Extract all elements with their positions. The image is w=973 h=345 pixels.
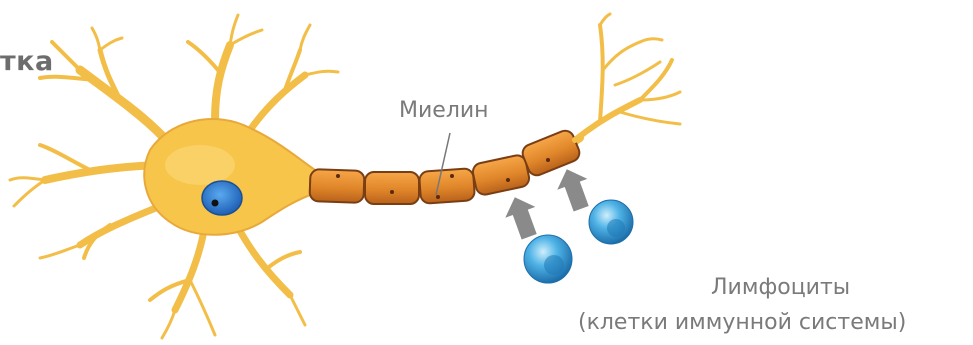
up-left-arrow-icon bbox=[500, 192, 544, 242]
myelin-segment bbox=[471, 154, 530, 197]
myelin-segment bbox=[365, 172, 419, 204]
up-left-arrow-icon bbox=[552, 164, 596, 214]
soma-highlight bbox=[165, 145, 235, 185]
cell-title-fragment: тка bbox=[0, 46, 54, 77]
lymphocytes-label: Лимфоциты bbox=[711, 275, 850, 300]
myelin-segment bbox=[419, 168, 475, 204]
myelin-segment bbox=[309, 169, 364, 203]
axon-terminals bbox=[575, 14, 680, 140]
lymphocytes-note: (клетки иммунной системы) bbox=[578, 310, 906, 335]
nucleolus bbox=[212, 200, 219, 207]
myelin-segment bbox=[520, 128, 582, 178]
myelin-sheath bbox=[309, 128, 582, 204]
lymphocyte-icon bbox=[589, 200, 633, 244]
nucleus bbox=[202, 181, 242, 215]
myelin-label: Миелин bbox=[399, 98, 489, 123]
soma bbox=[144, 119, 318, 235]
lymphocyte-icon bbox=[524, 235, 572, 283]
